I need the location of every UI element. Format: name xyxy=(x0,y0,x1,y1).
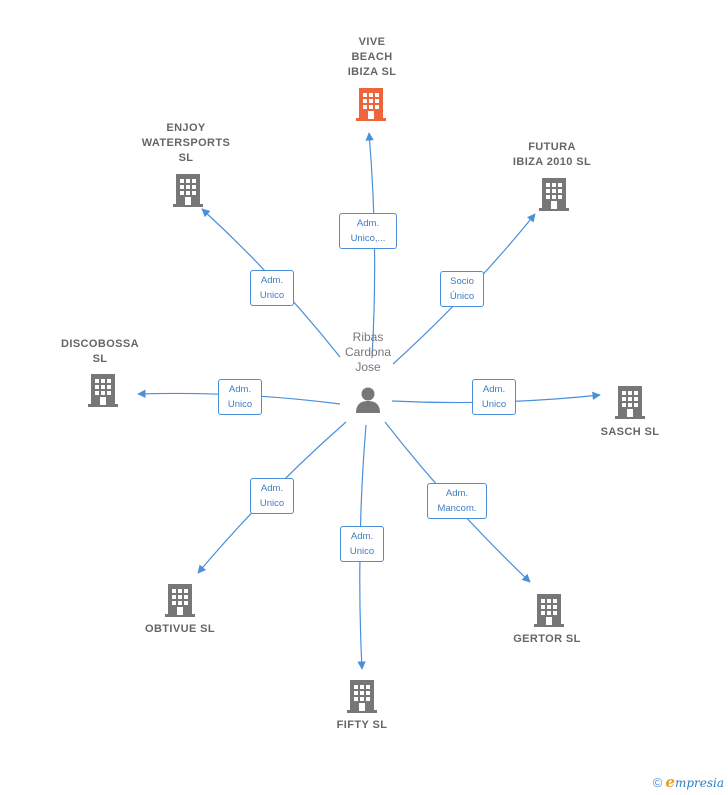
edge-label-line: Adm. xyxy=(482,384,506,395)
building-icon[interactable] xyxy=(614,384,646,420)
edge-label-vive[interactable]: Adm. Unico,... xyxy=(339,213,397,249)
edge-label-gertor[interactable]: Adm. Mancom. xyxy=(427,483,487,519)
company-label-discobossa[interactable]: DISCOBOSSA SL xyxy=(45,337,155,367)
edge-label-line: Adm. xyxy=(228,384,252,395)
company-label-line: SASCH SL xyxy=(600,426,660,438)
edge-label-line: Unico xyxy=(349,546,375,557)
company-label-sasch[interactable]: SASCH SL xyxy=(585,425,675,440)
edge-label-line: Adm. xyxy=(350,531,374,542)
edge-label-line: Mancom. xyxy=(437,503,477,514)
edge-label-obtivue[interactable]: Adm. Unico xyxy=(250,478,294,514)
building-icon[interactable] xyxy=(87,372,119,408)
building-icon[interactable] xyxy=(164,582,196,618)
person-icon[interactable] xyxy=(353,385,383,415)
edge-label-line: Adm. xyxy=(445,488,469,499)
edge-label-line: Unico xyxy=(259,498,285,509)
company-label-line: VIVE xyxy=(358,36,386,48)
company-label-line: BEACH xyxy=(351,51,393,63)
company-label-line: GERTOR SL xyxy=(513,633,581,645)
edge-label-line: Unico xyxy=(481,399,507,410)
edge-label-line: Adm. xyxy=(260,275,284,286)
company-label-line: ENJOY xyxy=(166,122,206,134)
copyright-icon: © xyxy=(652,774,663,790)
edge-label-sasch[interactable]: Adm. Unico xyxy=(472,379,516,415)
edge-label-line: Adm. xyxy=(356,218,380,229)
edge-label-line: Unico xyxy=(259,290,285,301)
building-icon[interactable] xyxy=(533,592,565,628)
edge-label-line: Unico xyxy=(227,399,253,410)
company-label-gertor[interactable]: GERTOR SL xyxy=(495,632,599,647)
company-label-line: WATERSPORTS xyxy=(141,137,231,149)
edge-label-line: Socio xyxy=(450,276,474,287)
person-name-line: Ribas xyxy=(352,330,384,344)
company-label-enjoy[interactable]: ENJOY WATERSPORTS SL xyxy=(131,121,241,166)
company-label-line: OBTIVUE SL xyxy=(144,623,215,635)
edge-label-fifty[interactable]: Adm. Unico xyxy=(340,526,384,562)
company-label-line: FIFTY SL xyxy=(336,719,388,731)
building-icon[interactable] xyxy=(346,678,378,714)
company-label-line: IBIZA SL xyxy=(347,66,397,78)
company-label-line: DISCOBOSSA xyxy=(61,338,139,350)
brand-logo: empresia xyxy=(665,773,724,791)
building-icon[interactable] xyxy=(172,172,204,208)
company-label-line: SL xyxy=(178,152,194,164)
company-label-vive[interactable]: VIVE BEACH IBIZA SL xyxy=(337,35,407,80)
company-label-line: SL xyxy=(92,353,108,365)
company-label-futura[interactable]: FUTURA IBIZA 2010 SL xyxy=(500,140,604,170)
edge-label-discobossa[interactable]: Adm. Unico xyxy=(218,379,262,415)
footer-brand[interactable]: © empresia xyxy=(653,773,724,791)
person-name-line: Cardona xyxy=(344,345,392,359)
building-icon[interactable] xyxy=(355,86,387,122)
building-icon[interactable] xyxy=(538,176,570,212)
edge-label-enjoy[interactable]: Adm. Unico xyxy=(250,270,294,306)
company-label-obtivue[interactable]: OBTIVUE SL xyxy=(125,622,235,637)
edge-label-line: Único xyxy=(449,291,475,302)
company-label-fifty[interactable]: FIFTY SL xyxy=(310,718,414,733)
edge-label-line: Unico,... xyxy=(350,233,386,244)
company-label-line: FUTURA xyxy=(528,141,576,153)
edge-label-line: Adm. xyxy=(260,483,284,494)
company-label-line: IBIZA 2010 SL xyxy=(512,156,592,168)
person-name-line: Jose xyxy=(355,360,381,374)
